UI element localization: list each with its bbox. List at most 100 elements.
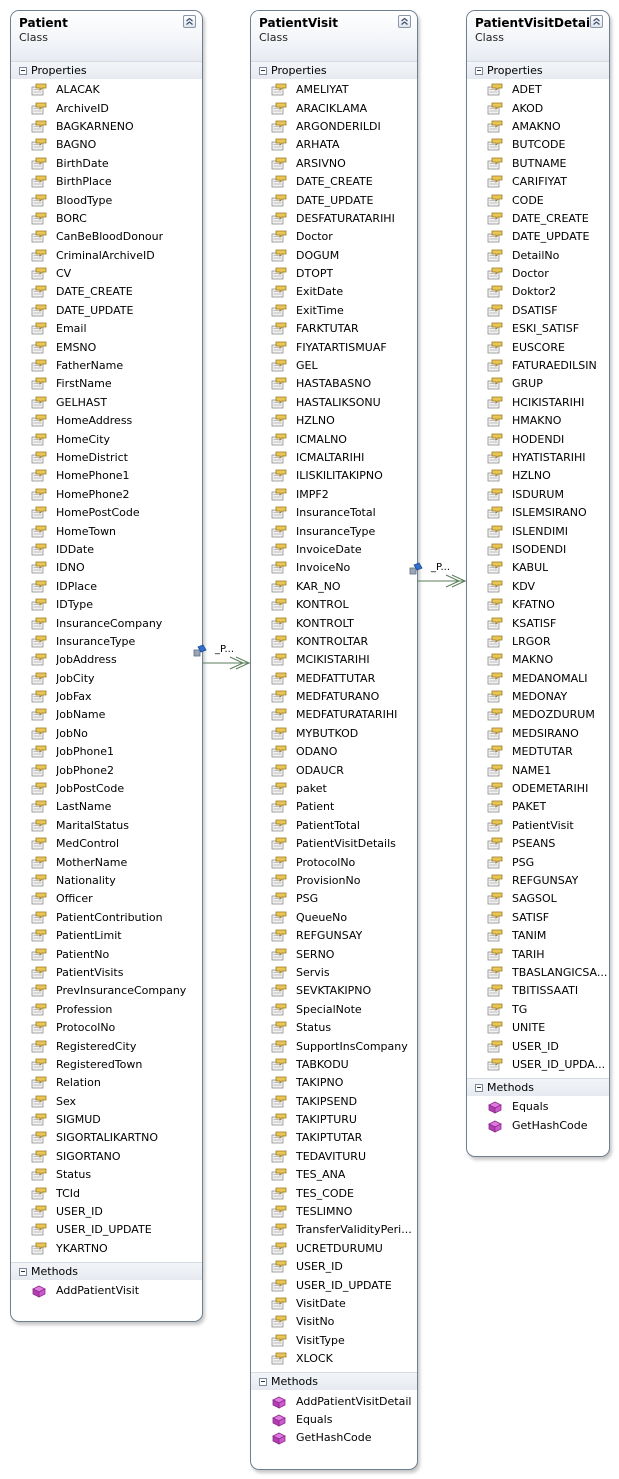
property-item[interactable]: HMAKNO [467,412,609,430]
property-item[interactable]: MEDOZDURUM [467,706,609,724]
property-item[interactable]: TESLIMNO [251,1203,417,1221]
property-item[interactable]: IDNO [11,559,202,577]
property-item[interactable]: KONTROLT [251,614,417,632]
property-item[interactable]: ALACAK [11,81,202,99]
property-item[interactable]: PSEANS [467,835,609,853]
property-item[interactable]: MYBUTKOD [251,725,417,743]
property-item[interactable]: BirthDate [11,155,202,173]
property-item[interactable]: ODAUCR [251,761,417,779]
property-item[interactable]: DATE_UPDATE [11,302,202,320]
property-item[interactable]: GEL [251,357,417,375]
property-item[interactable]: ExitTime [251,302,417,320]
property-item[interactable]: AMAKNO [467,118,609,136]
property-item[interactable]: TAKIPSEND [251,1092,417,1110]
property-item[interactable]: DSATISF [467,302,609,320]
collapse-section-icon[interactable] [259,1377,267,1386]
property-item[interactable]: UCRETDURUMU [251,1240,417,1258]
association-visit-detail[interactable] [418,574,467,588]
collapse-section-icon[interactable] [259,66,267,75]
property-item[interactable]: DOGUM [251,247,417,265]
property-item[interactable]: YKARTNO [11,1240,202,1258]
property-item[interactable]: ESKI_SATISF [467,320,609,338]
property-item[interactable]: KSATISF [467,614,609,632]
property-item[interactable]: HZLNO [251,412,417,430]
property-item[interactable]: EMSNO [11,338,202,356]
property-item[interactable]: ISLEMSIRANO [467,504,609,522]
property-item[interactable]: TBITISSAATI [467,982,609,1000]
property-item[interactable]: MEDFATURANO [251,688,417,706]
property-item[interactable]: MaritalStatus [11,817,202,835]
property-item[interactable]: TABKODU [251,1056,417,1074]
method-item[interactable]: Equals [251,1411,417,1429]
property-item[interactable]: BUTNAME [467,155,609,173]
property-item[interactable]: LRGOR [467,633,609,651]
property-item[interactable]: Patient [251,798,417,816]
property-item[interactable]: TES_CODE [251,1184,417,1202]
property-item[interactable]: Servis [251,964,417,982]
method-item[interactable]: GetHashCode [251,1429,417,1447]
property-item[interactable]: FatherName [11,357,202,375]
property-item[interactable]: KDV [467,578,609,596]
property-item[interactable]: BORC [11,210,202,228]
property-item[interactable]: MEDFATTUTAR [251,670,417,688]
property-item[interactable]: ARACIKLAMA [251,99,417,117]
property-item[interactable]: LastName [11,798,202,816]
property-item[interactable]: VisitDate [251,1295,417,1313]
property-item[interactable]: SIGORTANO [11,1148,202,1166]
collapse-section-icon[interactable] [475,66,483,75]
property-item[interactable]: TCId [11,1184,202,1202]
property-item[interactable]: HCIKISTARIHI [467,394,609,412]
property-item[interactable]: PatientTotal [251,817,417,835]
property-item[interactable]: TG [467,1001,609,1019]
property-item[interactable]: CanBeBloodDonour [11,228,202,246]
collapse-section-icon[interactable] [475,1083,483,1092]
property-item[interactable]: JobFax [11,688,202,706]
property-item[interactable]: HASTABASNO [251,375,417,393]
property-item[interactable]: NAME1 [467,761,609,779]
property-item[interactable]: GELHAST [11,394,202,412]
property-item[interactable]: DESFATURATARIHI [251,210,417,228]
property-item[interactable]: HYATISTARIHI [467,449,609,467]
property-item[interactable]: KONTROLTAR [251,633,417,651]
property-item[interactable]: PatientContribution [11,909,202,927]
property-item[interactable]: CriminalArchiveID [11,247,202,265]
property-item[interactable]: MotherName [11,853,202,871]
property-item[interactable]: DATE_UPDATE [251,191,417,209]
property-item[interactable]: DATE_CREATE [11,283,202,301]
property-item[interactable]: PatientVisitDetails [251,835,417,853]
property-item[interactable]: AKOD [467,99,609,117]
property-item[interactable]: JobPostCode [11,780,202,798]
property-item[interactable]: HomeTown [11,522,202,540]
property-item[interactable]: PSG [251,890,417,908]
property-item[interactable]: ILISKILITAKIPNO [251,467,417,485]
property-item[interactable]: USER_ID [11,1203,202,1221]
property-item[interactable]: FirstName [11,375,202,393]
collapse-icon[interactable] [590,15,603,28]
property-item[interactable]: JobPhone2 [11,761,202,779]
property-item[interactable]: paket [251,780,417,798]
property-item[interactable]: MEDTUTAR [467,743,609,761]
property-item[interactable]: InvoiceDate [251,541,417,559]
property-item[interactable]: USER_ID_UPDATE [11,1221,202,1239]
methods-section-header[interactable]: Methods [467,1078,609,1097]
property-item[interactable]: TAKIPNO [251,1074,417,1092]
property-item[interactable]: JobName [11,706,202,724]
property-item[interactable]: Status [11,1166,202,1184]
property-item[interactable]: UNITE [467,1019,609,1037]
property-item[interactable]: BAGNO [11,136,202,154]
property-item[interactable]: SpecialNote [251,1001,417,1019]
property-item[interactable]: MedControl [11,835,202,853]
method-item[interactable]: AddPatientVisitDetail [251,1392,417,1410]
property-item[interactable]: REFGUNSAY [251,927,417,945]
property-item[interactable]: ProvisionNo [251,872,417,890]
property-item[interactable]: PrevInsuranceCompany [11,982,202,1000]
property-item[interactable]: MCIKISTARIHI [251,651,417,669]
property-item[interactable]: Profession [11,1001,202,1019]
property-item[interactable]: DATE_CREATE [251,173,417,191]
property-item[interactable]: IDPlace [11,578,202,596]
property-item[interactable]: HomeDistrict [11,449,202,467]
property-item[interactable]: HODENDI [467,430,609,448]
property-item[interactable]: ISODENDI [467,541,609,559]
collapse-icon[interactable] [183,15,196,28]
property-item[interactable]: ISLENDIMI [467,522,609,540]
